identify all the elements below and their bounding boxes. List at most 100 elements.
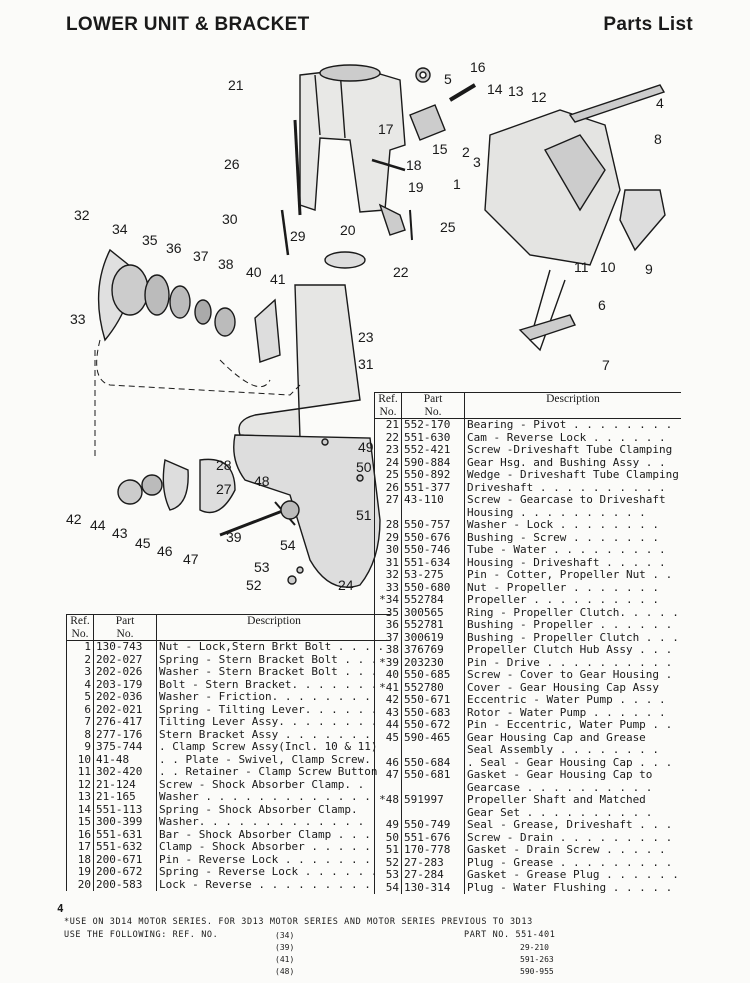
ref-cell bbox=[374, 506, 402, 519]
desc-cell: Gear Housing Cap and Grease bbox=[467, 730, 646, 744]
callout-49: 49 bbox=[358, 439, 374, 455]
part-cell: 202-036 bbox=[93, 690, 157, 704]
desc-cell: Spring - Stern Bracket Bolt . . . bbox=[159, 652, 378, 666]
callout-20: 20 bbox=[340, 222, 356, 238]
part-cell: 551-634 bbox=[401, 556, 465, 569]
part-cell: 550-683 bbox=[401, 706, 465, 719]
part-cell: 550-746 bbox=[401, 543, 465, 557]
desc-cell: Clamp - Shock Absorber . . . . . bbox=[159, 840, 371, 853]
ref-cell bbox=[374, 806, 402, 819]
callout-40: 40 bbox=[246, 264, 262, 280]
callout-48: 48 bbox=[254, 473, 270, 489]
callout-23: 23 bbox=[358, 329, 374, 345]
ref-cell: 9 bbox=[66, 740, 94, 754]
desc-cell: Bearing - Pivot . . . . . . . . bbox=[467, 418, 673, 431]
part-cell: 200-672 bbox=[93, 865, 157, 879]
ref-cell: 46 bbox=[374, 756, 402, 769]
ref-cell: 25 bbox=[374, 468, 402, 482]
page-title: LOWER UNIT & BRACKET bbox=[66, 14, 310, 35]
footnote-ref: (41) bbox=[275, 955, 295, 964]
ref-cell: 18 bbox=[66, 853, 94, 866]
part-cell: 300619 bbox=[401, 631, 465, 644]
ref-cell bbox=[374, 744, 402, 757]
footnote-part: 591-263 bbox=[520, 955, 554, 964]
desc-cell: Tilting Lever Assy. . . . . . . . bbox=[159, 715, 378, 728]
part-cell: 550-672 bbox=[401, 718, 465, 732]
part-cell: 200-671 bbox=[93, 853, 157, 866]
ref-cell: 19 bbox=[66, 865, 94, 879]
desc-cell: Gear Hsg. and Bushing Assy . . bbox=[467, 455, 666, 469]
desc-cell: Ring - Propeller Clutch. . . . . bbox=[467, 605, 679, 619]
part-cell: 53-275 bbox=[401, 568, 465, 582]
callout-51: 51 bbox=[356, 507, 372, 523]
part-cell: 277-176 bbox=[93, 728, 157, 741]
ref-cell: 12 bbox=[66, 778, 94, 791]
callout-14: 14 bbox=[487, 81, 503, 97]
ref-cell: 50 bbox=[374, 831, 402, 844]
ref-cell: 4 bbox=[66, 678, 94, 691]
ref-cell: 53 bbox=[374, 868, 402, 882]
desc-cell: . Clamp Screw Assy(Incl. 10 & 11) bbox=[159, 740, 378, 753]
desc-cell: Pin - Cotter, Propeller Nut . . bbox=[467, 568, 673, 581]
part-cell: 590-884 bbox=[401, 456, 465, 469]
callout-19: 19 bbox=[408, 179, 424, 195]
callout-38: 38 bbox=[218, 256, 234, 272]
callout-37: 37 bbox=[193, 248, 209, 264]
callout-36: 36 bbox=[166, 240, 182, 256]
part-cell: 27-283 bbox=[401, 856, 465, 869]
part-cell: 302-420 bbox=[93, 765, 157, 779]
callout-9: 9 bbox=[645, 261, 653, 277]
callout-34: 34 bbox=[112, 221, 128, 237]
desc-cell: Lock - Reverse . . . . . . . . . bbox=[159, 877, 371, 891]
part-cell: 551-113 bbox=[93, 803, 157, 816]
desc-cell: Bolt - Stern Bracket. . . . . . . bbox=[159, 677, 378, 691]
part-cell: 203230 bbox=[401, 656, 465, 669]
ref-cell: 47 bbox=[374, 768, 402, 782]
callout-12: 12 bbox=[531, 89, 547, 105]
part-cell: 550-685 bbox=[401, 668, 465, 682]
part-cell: 21-165 bbox=[93, 790, 157, 804]
ref-cell: 54 bbox=[374, 881, 402, 894]
desc-cell: Plug - Water Flushing . . . . . bbox=[467, 880, 673, 894]
callout-33: 33 bbox=[70, 311, 86, 327]
ref-cell: 1 bbox=[66, 640, 94, 654]
part-cell: 276-417 bbox=[93, 715, 157, 729]
desc-cell: Gasket - Gear Housing Cap to bbox=[467, 768, 653, 781]
callout-21: 21 bbox=[228, 77, 244, 93]
part-cell: 550-757 bbox=[401, 518, 465, 532]
callout-7: 7 bbox=[602, 357, 610, 373]
part-cell: 376769 bbox=[401, 643, 465, 657]
part-cell bbox=[401, 506, 465, 519]
table-row: Gear Set . . . . . . . . . . bbox=[374, 806, 681, 819]
table-row: Housing . . . . . . . . . . bbox=[374, 506, 681, 519]
part-cell bbox=[401, 781, 465, 794]
callout-45: 45 bbox=[135, 535, 151, 551]
desc-cell: Pin - Eccentric, Water Pump . . bbox=[467, 718, 673, 731]
callout-25: 25 bbox=[440, 219, 456, 235]
desc-cell: Bushing - Screw . . . . . . . bbox=[467, 530, 660, 544]
callout-41: 41 bbox=[270, 271, 286, 287]
callout-18: 18 bbox=[406, 157, 422, 173]
callout-44: 44 bbox=[90, 517, 106, 533]
part-cell: 551-676 bbox=[401, 831, 465, 844]
ref-cell: *39 bbox=[374, 656, 402, 669]
callout-16: 16 bbox=[470, 59, 486, 75]
desc-header: Description bbox=[464, 392, 681, 419]
ref-cell: 44 bbox=[374, 718, 402, 732]
callout-52: 52 bbox=[246, 577, 262, 593]
ref-cell: 22 bbox=[374, 431, 402, 444]
desc-cell: Rotor - Water Pump . . . . . . bbox=[467, 705, 666, 719]
